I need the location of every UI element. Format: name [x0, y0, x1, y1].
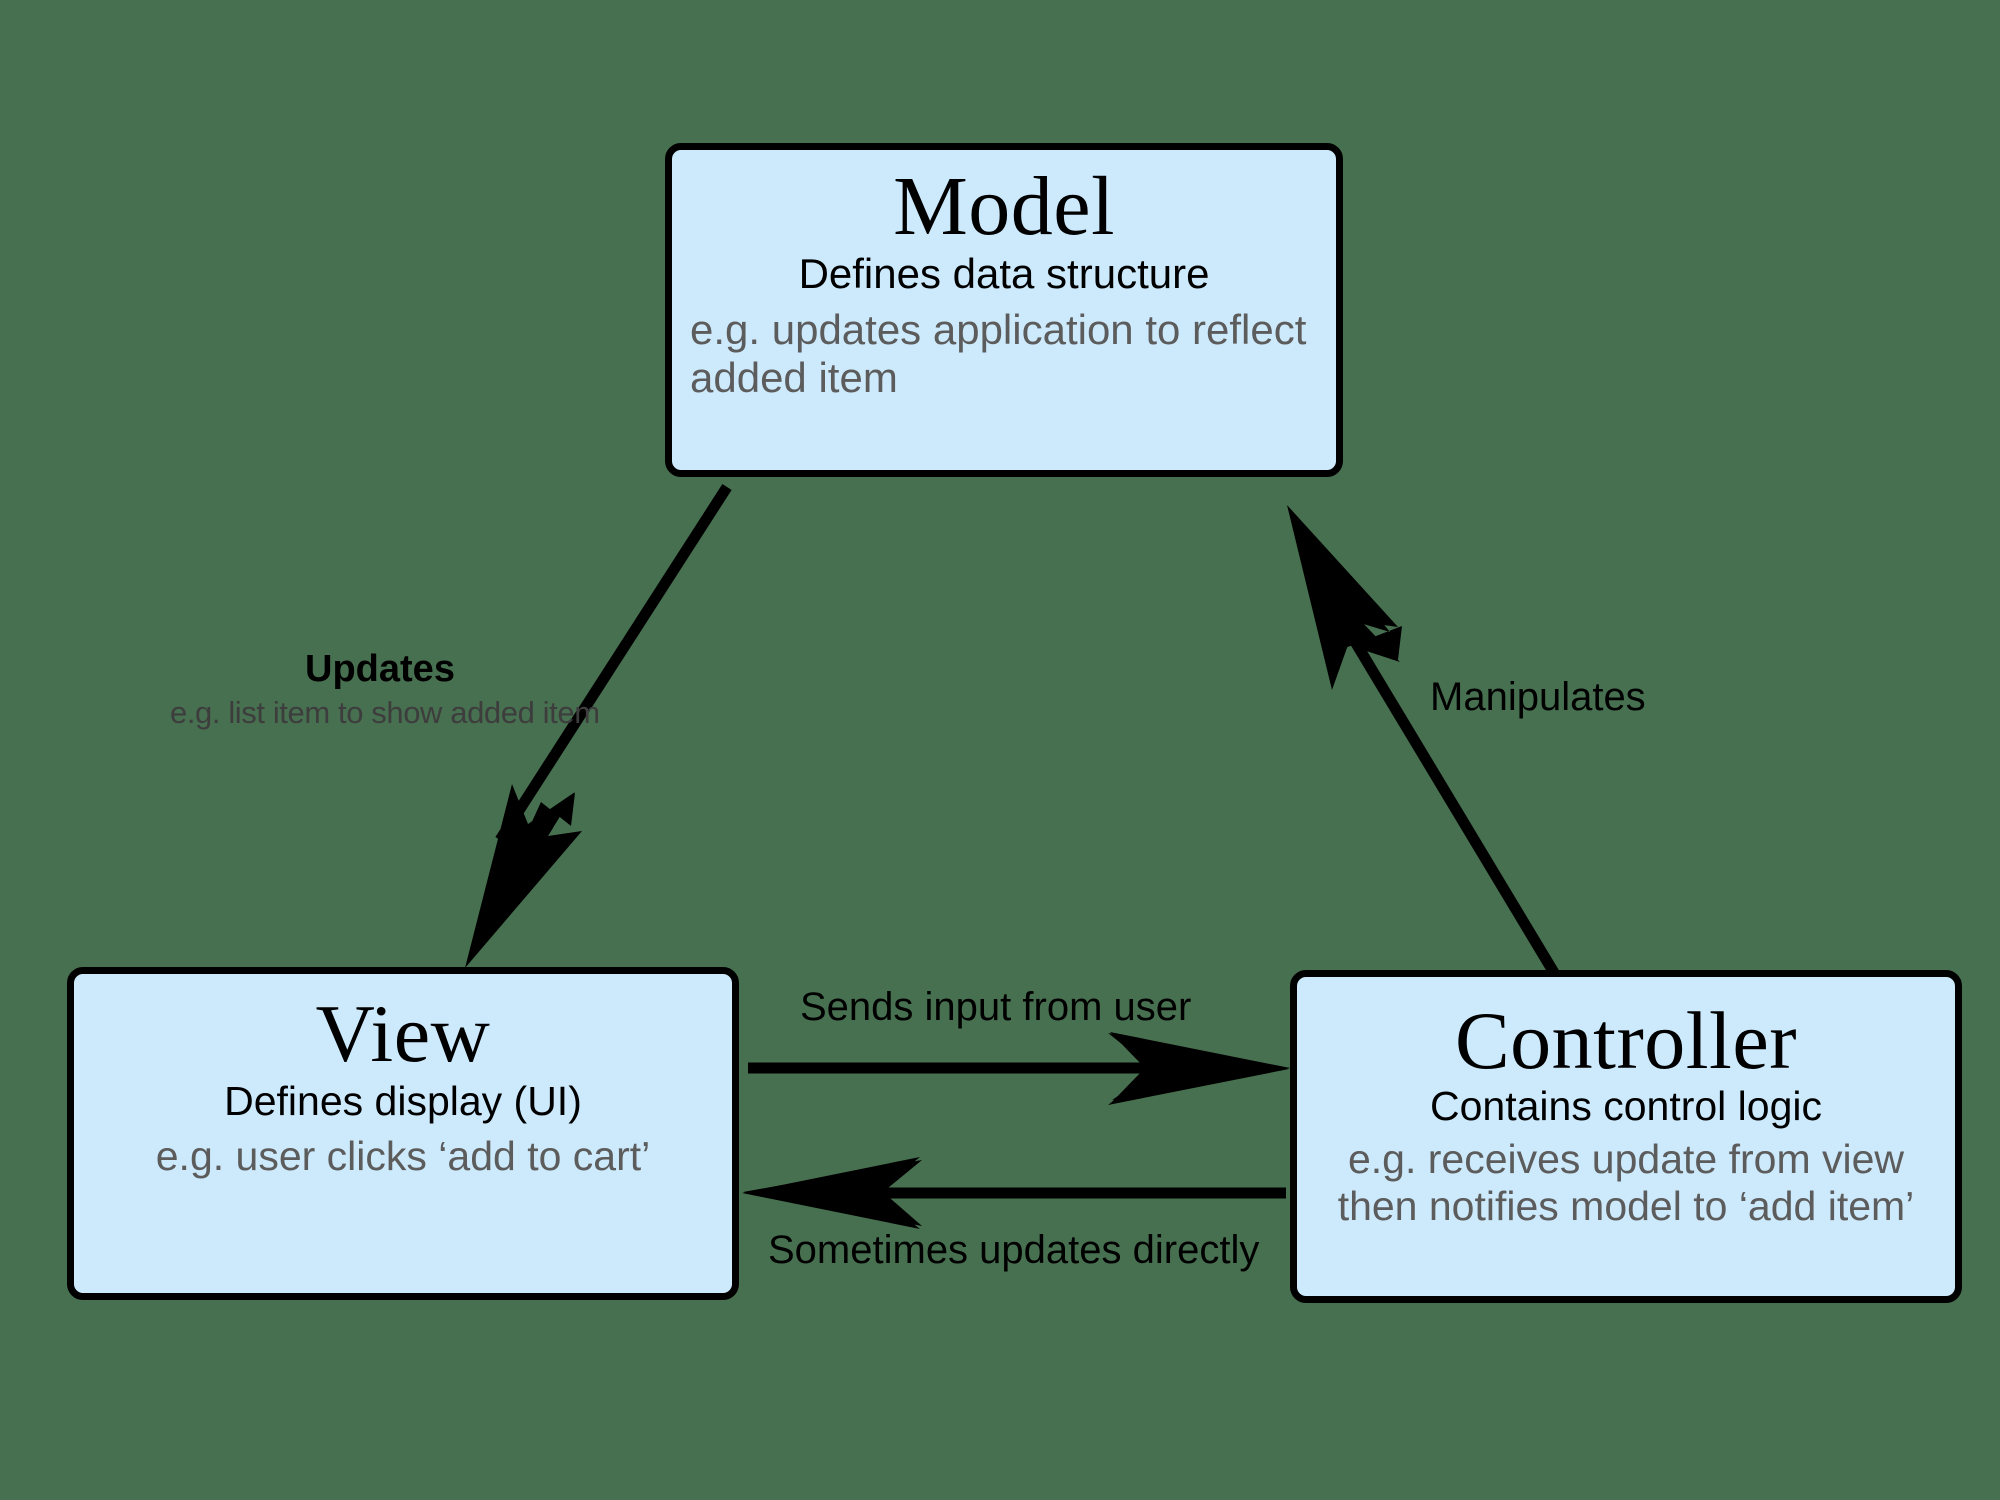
edge-label-manipulates: Manipulates	[1430, 675, 1646, 719]
node-view-example: e.g. user clicks ‘add to cart’	[156, 1133, 650, 1181]
edge-label-updates: Updates e.g. list item to show added ite…	[170, 648, 600, 731]
node-view-example-line-1: e.g. user clicks ‘add to cart’	[155, 1132, 651, 1179]
node-controller-example: e.g. receives update from view then noti…	[1338, 1136, 1915, 1231]
node-model-example-line-1: e.g. updates application to reflect	[690, 305, 1307, 353]
node-view-subtitle: Defines display (UI)	[224, 1077, 582, 1124]
arrow-model-to-view	[465, 484, 732, 968]
edge-label-updates-main: Updates	[305, 648, 455, 690]
node-controller-example-line-1: e.g. receives update from view	[1347, 1135, 1905, 1182]
node-view-title: View	[315, 988, 491, 1079]
node-controller[interactable]: Controller Contains control logic e.g. r…	[1290, 970, 1962, 1303]
arrow-view-to-controller	[748, 1032, 1290, 1105]
arrow-controller-to-model	[1287, 505, 1567, 989]
edge-label-updates-sub: e.g. list item to show added item	[170, 695, 600, 730]
node-model-subtitle: Defines data structure	[798, 249, 1210, 297]
edge-label-sends-input: Sends input from user	[800, 985, 1192, 1029]
arrow-controller-to-view	[742, 1157, 1286, 1229]
node-controller-example-line-2: then notifies model to ‘add item’	[1337, 1183, 1915, 1230]
node-view[interactable]: View Defines display (UI) e.g. user clic…	[67, 967, 739, 1300]
edge-label-sometimes-updates: Sometimes updates directly	[768, 1228, 1260, 1272]
node-controller-subtitle: Contains control logic	[1430, 1082, 1822, 1129]
node-model-example-line-2: added item	[690, 354, 898, 402]
node-model-example: e.g. updates application to reflect adde…	[672, 306, 1336, 403]
node-model[interactable]: Model Defines data structure e.g. update…	[665, 143, 1343, 477]
node-model-title: Model	[893, 160, 1115, 253]
node-controller-title: Controller	[1454, 995, 1798, 1086]
